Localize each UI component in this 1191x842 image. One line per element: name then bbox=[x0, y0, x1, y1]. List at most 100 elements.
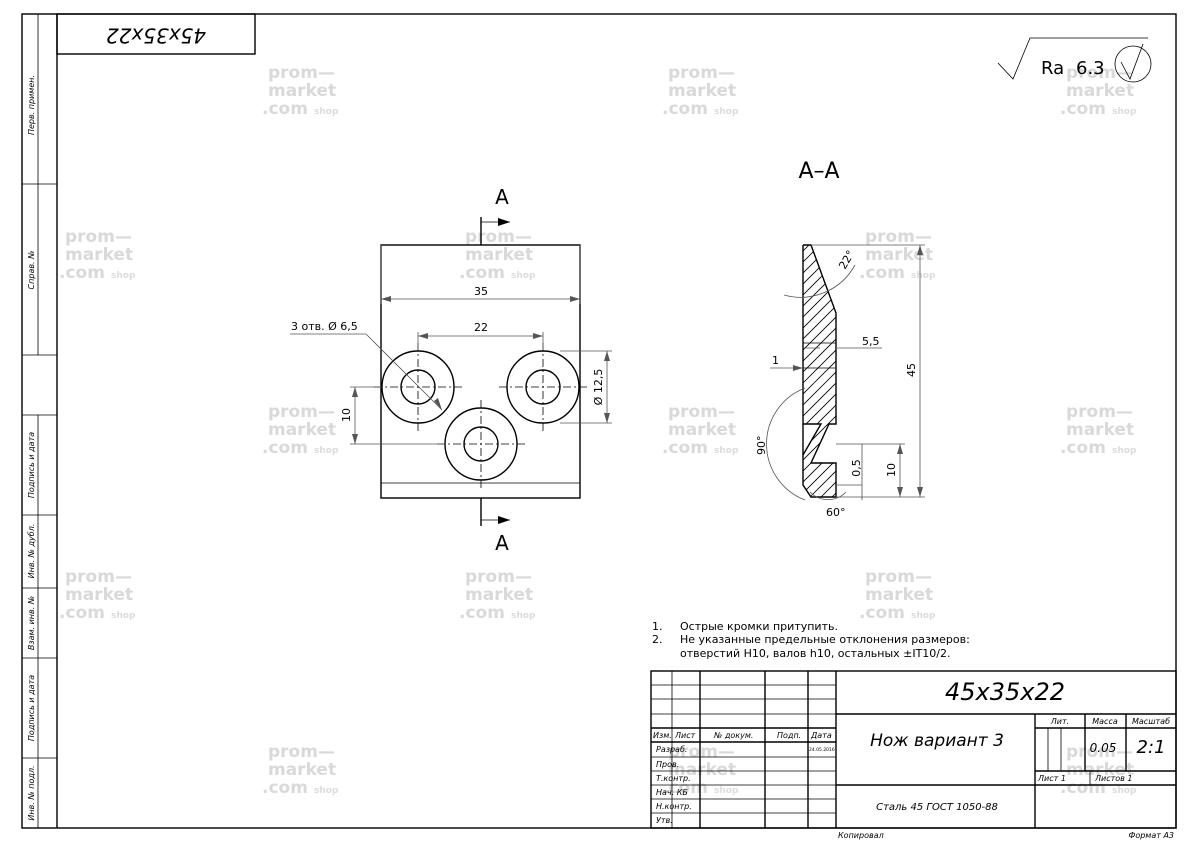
note-number: 2. bbox=[652, 633, 663, 646]
hatch-line bbox=[803, 248, 836, 330]
dim-depth: 0,5 bbox=[850, 459, 863, 477]
watermark-text: .com bbox=[459, 263, 505, 283]
watermark-text: market bbox=[268, 420, 336, 440]
hatch-line bbox=[780, 524, 860, 604]
watermark-text: prom— bbox=[1066, 742, 1133, 762]
dim-holes-note: 3 отв. Ø 6,5 bbox=[291, 320, 358, 333]
title-block: Изм. Лист № докум. Подп. Дата Разраб. Пр… bbox=[650, 670, 1177, 829]
hatch-line bbox=[803, 435, 836, 497]
watermark-text: market bbox=[465, 585, 533, 605]
hatch-line bbox=[780, 535, 860, 615]
col-header: Дата bbox=[810, 731, 832, 740]
watermark-text: .com bbox=[59, 603, 105, 623]
dim-step: 1 bbox=[772, 354, 779, 367]
watermark-text: market bbox=[1066, 760, 1134, 780]
watermark-suffix: shop bbox=[111, 271, 136, 281]
watermark-text: prom— bbox=[268, 402, 335, 422]
hatch-line bbox=[803, 245, 836, 253]
hatch-line bbox=[803, 347, 836, 429]
hatch-line bbox=[780, 513, 860, 593]
roughness-ra: Ra bbox=[1041, 58, 1064, 79]
watermark-suffix: shop bbox=[314, 107, 339, 117]
scale-label: Масштаб bbox=[1132, 717, 1170, 726]
hatch-line bbox=[803, 281, 836, 363]
section-marker-bottom: A bbox=[495, 531, 509, 555]
side-label: Справ. № bbox=[27, 251, 36, 290]
footer-format: Формат А3 bbox=[1128, 831, 1174, 840]
watermark-suffix: shop bbox=[111, 611, 136, 621]
col-header: Лист bbox=[674, 731, 696, 740]
watermark-text: prom— bbox=[865, 567, 932, 587]
designation: 45x35x22 bbox=[945, 678, 1065, 706]
watermark-text: market bbox=[668, 420, 736, 440]
part-name: Нож вариант 3 bbox=[870, 731, 1004, 751]
watermark-text: market bbox=[668, 81, 736, 101]
footer-copied: Копировал bbox=[838, 831, 884, 840]
technical-notes: 1. Острые кромки притупить. 2. Не указан… bbox=[652, 620, 970, 660]
role-label: Т.контр. bbox=[656, 774, 691, 783]
note-text: Острые кромки притупить. bbox=[680, 620, 838, 633]
hatch-line bbox=[803, 369, 836, 451]
section-title: A–A bbox=[798, 159, 839, 184]
hatch-line bbox=[780, 502, 860, 582]
dim-height: 45 bbox=[905, 363, 918, 377]
watermark-text: market bbox=[668, 760, 736, 780]
role-label: Пров. bbox=[656, 760, 679, 769]
hatch-line bbox=[803, 391, 836, 473]
sheet-label: Лист 1 bbox=[1037, 774, 1066, 783]
watermark-suffix: shop bbox=[1112, 446, 1137, 456]
watermark-text: market bbox=[1066, 81, 1134, 101]
col-header: № докум. bbox=[713, 731, 753, 740]
watermark-text: prom— bbox=[668, 63, 735, 83]
watermark-text: .com bbox=[662, 99, 708, 119]
dim-lower: 10 bbox=[885, 463, 898, 477]
role-label: Утв. bbox=[656, 816, 673, 825]
scale-value: 2:1 bbox=[1137, 737, 1166, 758]
watermark-text: .com bbox=[1060, 438, 1106, 458]
role-label: Нач. КБ bbox=[656, 788, 688, 797]
hatch-line bbox=[803, 314, 836, 396]
mass-value: 0.05 bbox=[1090, 741, 1117, 755]
date-small: 24.05.2016 bbox=[809, 747, 835, 753]
side-label: Инв. № подл. bbox=[27, 765, 36, 820]
col-header: Подп. bbox=[777, 731, 801, 740]
side-label: Инв. № дубл. bbox=[27, 524, 36, 579]
note-text: Не указанные предельные отклонения разме… bbox=[680, 633, 970, 646]
watermark-text: prom— bbox=[65, 567, 132, 587]
watermark-text: prom— bbox=[465, 227, 532, 247]
angle-top: 22° bbox=[836, 248, 857, 271]
hatch-line bbox=[803, 479, 836, 497]
hatch-line bbox=[803, 303, 836, 385]
side-label: Подпись и дата bbox=[27, 432, 36, 498]
note-number: 1. bbox=[652, 620, 663, 633]
watermark-text: .com bbox=[59, 263, 105, 283]
hatch-line bbox=[803, 259, 836, 341]
watermark-text: prom— bbox=[1066, 63, 1133, 83]
rotated-code-box: 45x35x22 bbox=[56, 13, 256, 55]
section-marker-top: A bbox=[495, 185, 509, 209]
roughness-value: 6.3 bbox=[1076, 58, 1105, 79]
watermark-text: market bbox=[65, 585, 133, 605]
side-label: Подпись и дата bbox=[27, 675, 36, 741]
watermark-text: .com bbox=[262, 99, 308, 119]
hatch-line bbox=[803, 468, 836, 497]
dim-thickness: 5,5 bbox=[862, 335, 880, 348]
watermark-suffix: shop bbox=[714, 786, 739, 796]
watermark-suffix: shop bbox=[714, 446, 739, 456]
sheet-frame bbox=[21, 13, 1177, 829]
hatch-line bbox=[803, 358, 836, 440]
note-text: отверстий H10, валов h10, остальных ±IT1… bbox=[680, 647, 951, 660]
watermark-text: .com bbox=[662, 778, 708, 798]
front-view: A A 35 22 3 отв. Ø 6,5 Ø 12,5 bbox=[290, 185, 612, 555]
